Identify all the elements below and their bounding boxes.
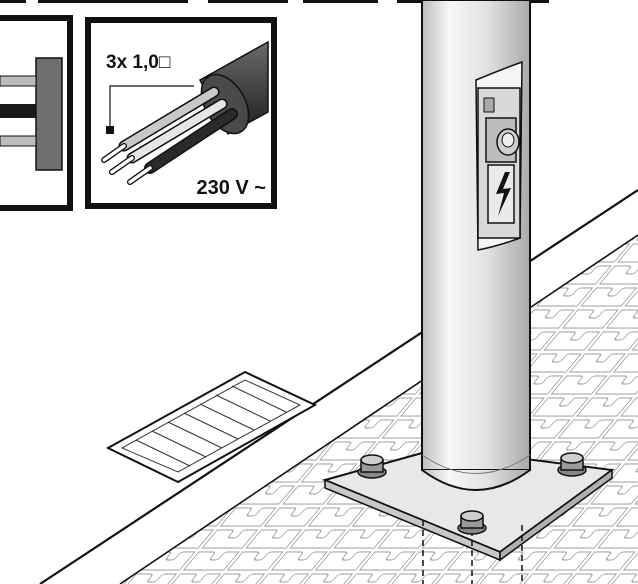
inset-cable-panel: 3x 1,0□ 230 V ~ (85, 17, 277, 209)
voltage-label: 230 V ~ (196, 177, 266, 199)
high-voltage-icon (496, 172, 511, 216)
base-plate-bolt-icon (357, 452, 587, 535)
inset-left-panel (0, 15, 73, 211)
base-plate (321, 446, 615, 584)
drain-grate-icon (105, 370, 318, 484)
cable-spec-label: 3x 1,0□ (106, 52, 171, 73)
junction-box (475, 60, 523, 251)
